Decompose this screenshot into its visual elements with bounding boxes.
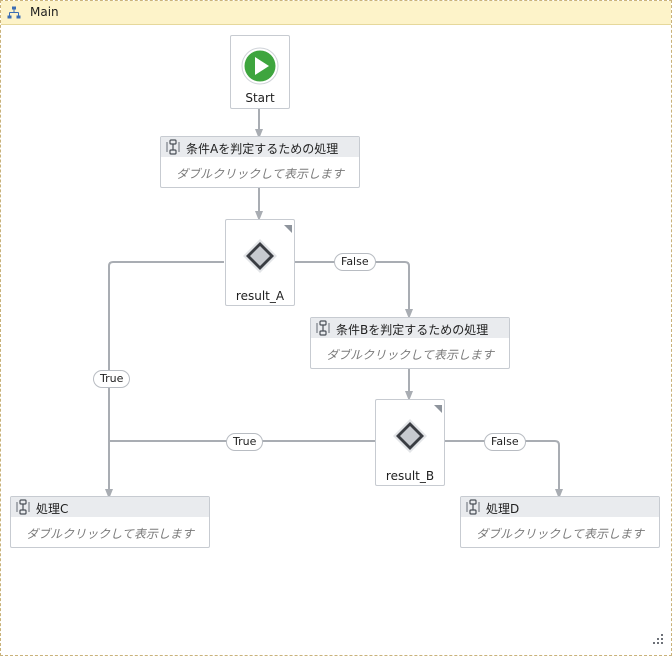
activity-title: 処理D [486,502,520,516]
activity-condition-b[interactable]: 条件Bを判定するための処理 ダブルクリックして表示します [310,317,510,369]
decision-label: result_B [385,469,435,483]
activity-title: 条件Bを判定するための処理 [336,323,489,337]
connector-label-result-b-true[interactable]: True [226,433,264,451]
decision-diamond-icon [242,238,278,277]
sequence-icon [314,320,332,339]
decision-result-a[interactable]: result_A [225,219,295,306]
connector-label-result-b-false[interactable]: False [484,433,526,451]
corner-marker-icon [284,222,292,236]
activity-process-d[interactable]: 処理D ダブルクリックして表示します [460,496,660,548]
decision-result-b[interactable]: result_B [375,399,445,486]
activity-header: 処理C [11,497,209,517]
connector-label-result-a-true[interactable]: True [93,370,131,388]
sequence-icon [464,499,482,518]
activity-header: 条件Aを判定するための処理 [161,137,359,157]
decision-label: result_A [235,289,285,303]
corner-marker-icon [434,402,442,416]
connector-result-a-false [294,261,413,319]
decision-diamond-icon [392,418,428,457]
flowchart-header[interactable]: Main [1,1,671,25]
activity-hint: ダブルクリックして表示します [176,167,344,181]
activity-process-c[interactable]: 処理C ダブルクリックして表示します [10,496,210,548]
connector-result-b-false [445,440,563,499]
connector-result-a-true [105,261,224,499]
activity-condition-a[interactable]: 条件Aを判定するための処理 ダブルクリックして表示します [160,136,360,188]
activity-title: 条件Aを判定するための処理 [186,142,339,156]
activity-hint: ダブルクリックして表示します [326,348,494,362]
activity-hint: ダブルクリックして表示します [26,527,194,541]
activity-header: 処理D [461,497,659,517]
sequence-icon [164,139,182,158]
resize-grip-icon[interactable] [653,633,663,647]
activity-hint: ダブルクリックして表示します [476,527,644,541]
sequence-icon [14,499,32,518]
start-label: Start [245,91,275,105]
flowchart-icon [7,6,21,23]
start-node[interactable]: Start [230,35,290,109]
flowchart-title: Main [30,5,59,19]
connector-label-result-a-false[interactable]: False [334,253,376,271]
play-icon [241,47,279,88]
activity-title: 処理C [36,502,69,516]
activity-header: 条件Bを判定するための処理 [311,318,509,338]
